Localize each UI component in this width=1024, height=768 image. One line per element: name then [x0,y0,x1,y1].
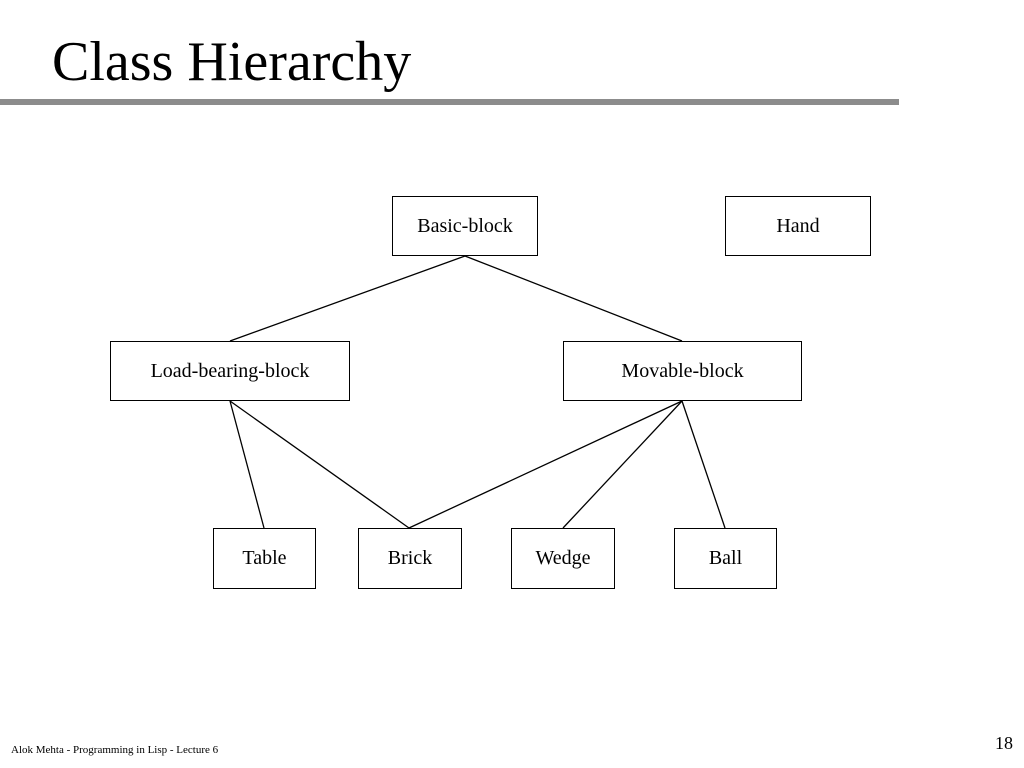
edge-movable-block-to-wedge [562,400,683,529]
edge-movable-block-to-ball [681,400,726,529]
node-brick: Brick [358,528,462,589]
edge-movable-block-to-brick [408,400,683,529]
edge-load-bearing-block-to-table [229,400,265,529]
node-wedge: Wedge [511,528,615,589]
node-movable-block: Movable-block [563,341,802,401]
node-ball: Ball [674,528,777,589]
node-load-bearing-block: Load-bearing-block [110,341,350,401]
page-number: 18 [995,733,1013,753]
edge-basic-block-to-movable-block [464,255,683,342]
slide-title: Class Hierarchy [52,31,412,93]
slide-footer: Alok Mehta - Programming in Lisp - Lectu… [11,744,219,756]
edge-basic-block-to-load-bearing-block [229,255,466,342]
edge-load-bearing-block-to-brick [229,400,410,529]
node-basic-block: Basic-block [392,196,538,256]
node-hand: Hand [725,196,871,256]
node-table: Table [213,528,316,589]
title-underline [0,99,899,105]
